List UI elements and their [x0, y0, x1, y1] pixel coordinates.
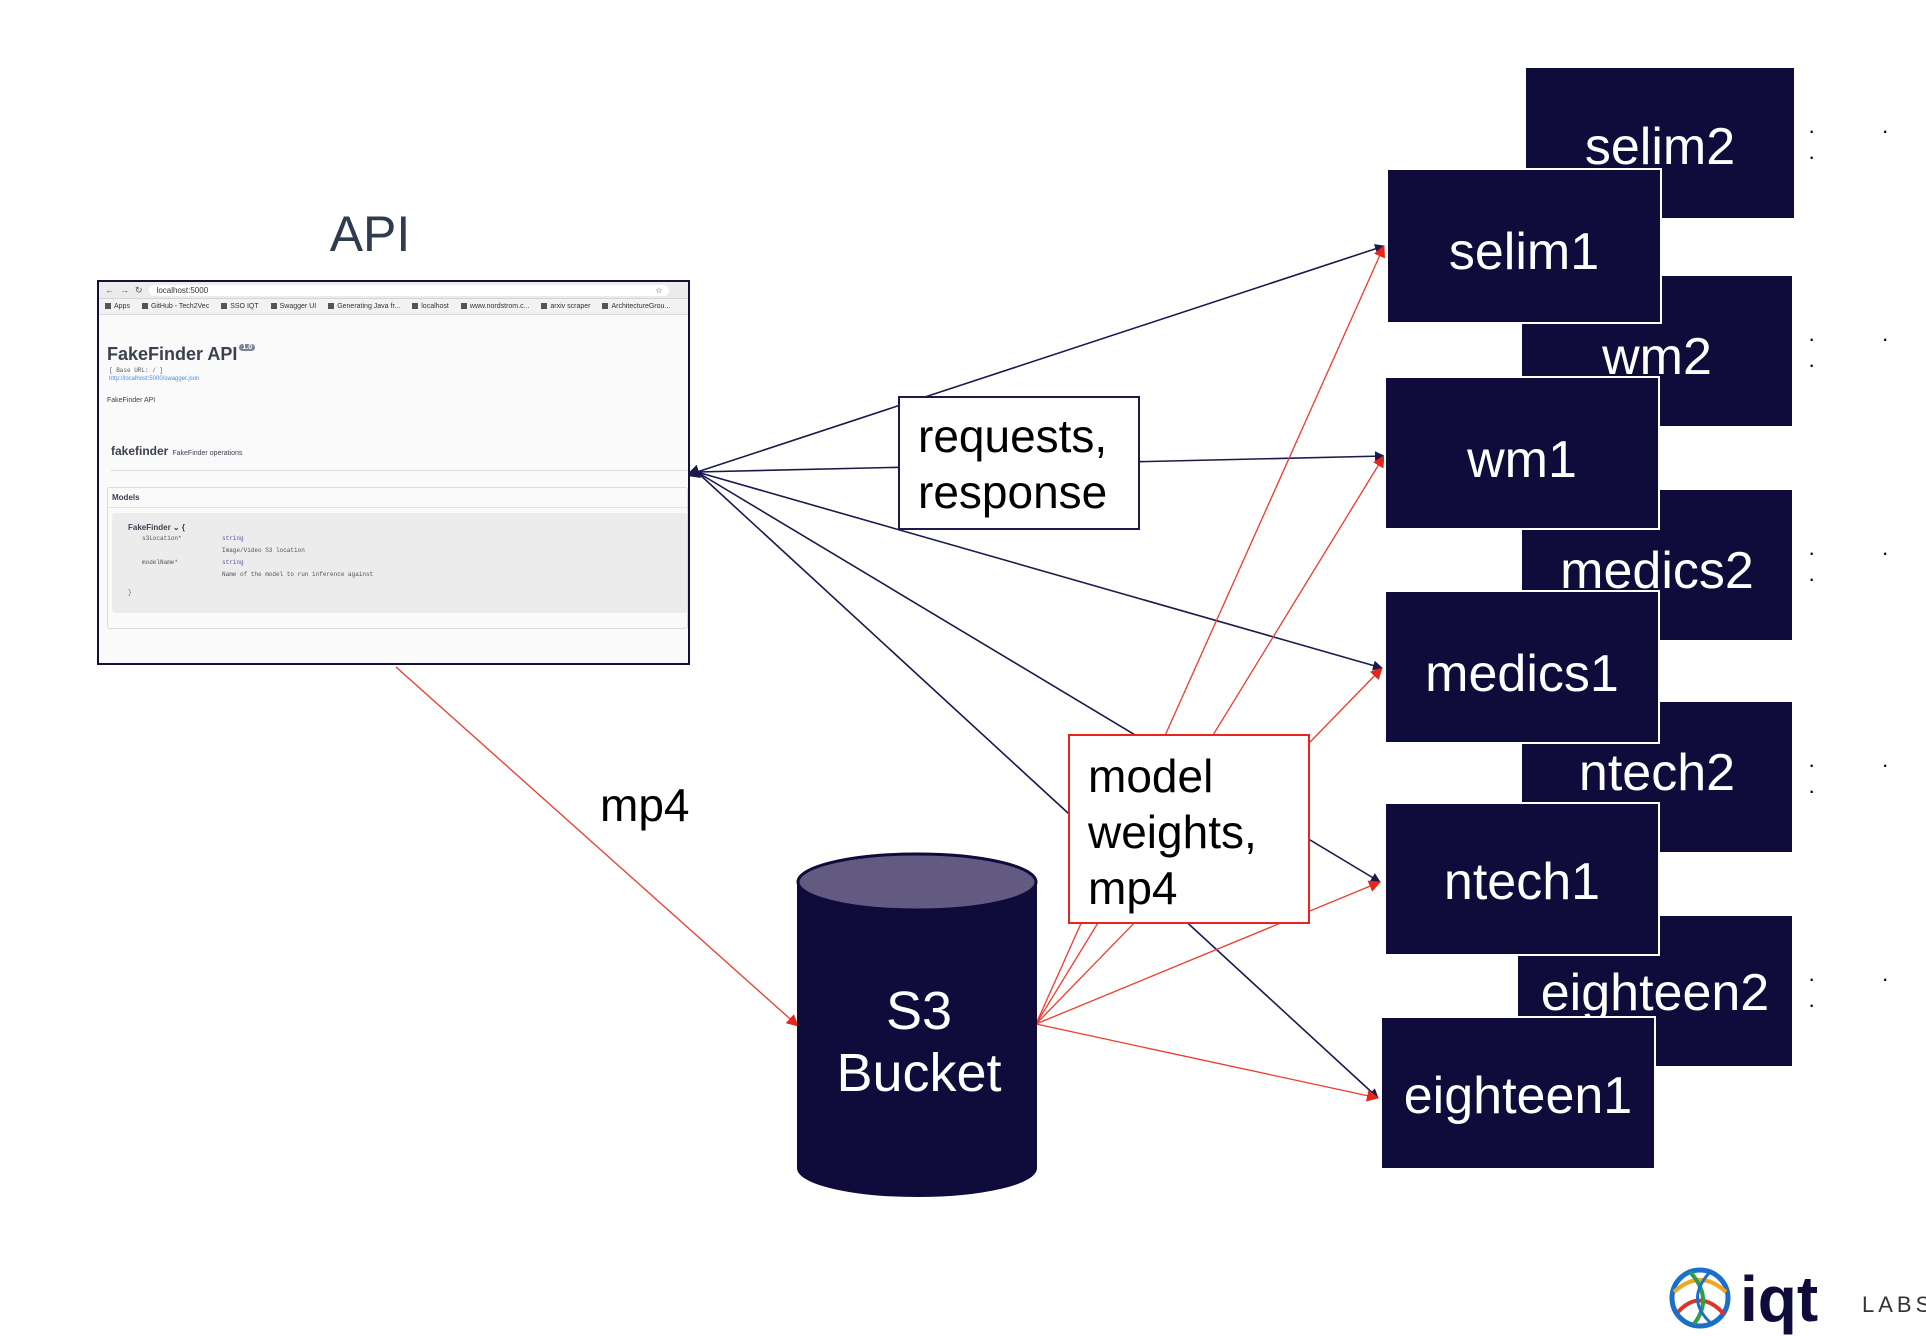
bookmark-item[interactable]: Generating Java fr... [328, 303, 400, 310]
mp4-label: mp4 [600, 779, 690, 831]
swagger-json-link[interactable]: http://localhost:5000/swagger.json [109, 376, 200, 382]
bookmark-item[interactable]: GitHub - Tech2Vec [141, 303, 209, 310]
s3-to-ntech1-arrow [1035, 880, 1381, 1025]
api-to-selim1-arrow [685, 244, 1385, 479]
browser-toolbar: ← → ↻ localhost:5000 ☆ [99, 282, 688, 299]
node-eighteen1: eighteen1 [1380, 1016, 1656, 1170]
label-line: model [1088, 750, 1214, 802]
bookmarks-bar: Apps GitHub - Tech2Vec SSO IQT Swagger U… [99, 299, 688, 315]
more-selim-ellipsis: · · · [1808, 118, 1919, 169]
more-ntech-ellipsis: · · · [1808, 752, 1919, 803]
label-line: requests, [918, 410, 1108, 462]
address-bar[interactable]: localhost:5000 ☆ [148, 284, 669, 296]
iqt-globe-icon [1669, 1267, 1731, 1329]
bookmark-item[interactable]: www.nordstrom.c... [460, 303, 529, 310]
s3-bucket-label: S3 Bucket [800, 980, 1038, 1104]
field-type: string [222, 559, 244, 566]
base-url: [ Base URL: / ] [109, 367, 164, 374]
api-to-s3-mp4-arrow [395, 666, 799, 1027]
model-schema: FakeFinder ⌄ { s3Location* string Image/… [112, 513, 687, 613]
tag-description: FakeFinder operations [172, 450, 243, 457]
reload-icon[interactable]: ↻ [135, 284, 143, 295]
api-title: API [329, 206, 411, 262]
field-type: string [222, 535, 244, 542]
iqt-logo: iqt [1740, 1263, 1819, 1335]
api-to-eighteen1-arrow [696, 471, 1379, 1099]
s3-line: Bucket [836, 1043, 1002, 1103]
label-line: mp4 [1088, 862, 1178, 914]
node-ntech1: ntech1 [1384, 802, 1660, 956]
model-name[interactable]: FakeFinder ⌄ { [128, 523, 185, 532]
bookmark-item[interactable]: Apps [105, 303, 130, 310]
back-icon[interactable]: ← [105, 285, 114, 295]
bookmark-item[interactable]: Swagger UI [270, 303, 316, 310]
field-name: s3Location* [142, 535, 182, 542]
models-header[interactable]: Models [108, 488, 687, 508]
bookmark-item[interactable]: ArchitectureGrou... [602, 303, 670, 310]
s3-line: S3 [885, 981, 953, 1041]
api-description: FakeFinder API [107, 397, 156, 404]
field-desc: Name of the model to run inference again… [222, 571, 374, 578]
s3-bucket-cylinder [796, 852, 1038, 1197]
node-wm1: wm1 [1384, 376, 1660, 530]
field-name: modelName* [142, 559, 179, 566]
field-desc: Image/Video S3 location [222, 547, 305, 554]
api-screenshot: ← → ↻ localhost:5000 ☆ Apps GitHub - Tec… [97, 280, 690, 665]
more-eighteen-ellipsis: · · · [1808, 966, 1919, 1017]
label-line: response [918, 466, 1108, 518]
bookmark-item[interactable]: SSO IQT [221, 303, 259, 310]
label-line: weights, [1088, 806, 1257, 858]
api-to-medics1-arrow [696, 471, 1383, 671]
s3-to-eighteen1-arrow [1035, 1023, 1379, 1102]
forward-icon[interactable]: → [120, 285, 129, 295]
bookmark-item[interactable]: arxiv scraper [541, 303, 590, 310]
version-badge: 1.0 [239, 344, 256, 351]
closing-brace: } [128, 589, 132, 596]
model-weights-label: model weights, mp4 [1068, 734, 1310, 924]
node-selim1: selim1 [1386, 168, 1662, 324]
more-wm-ellipsis: · · · [1808, 326, 1919, 377]
tag-name: fakefinder [111, 444, 169, 458]
star-icon[interactable]: ☆ [655, 285, 663, 295]
labs-wordmark: LABSTM [1862, 1292, 1926, 1317]
more-medics-ellipsis: · · · [1808, 540, 1919, 591]
requests-response-label: requests, response [898, 396, 1140, 530]
models-section: Models FakeFinder ⌄ { s3Location* string… [107, 487, 688, 629]
node-medics1: medics1 [1384, 590, 1660, 744]
bookmark-item[interactable]: localhost [412, 303, 449, 310]
address-text: localhost:5000 [156, 285, 209, 295]
